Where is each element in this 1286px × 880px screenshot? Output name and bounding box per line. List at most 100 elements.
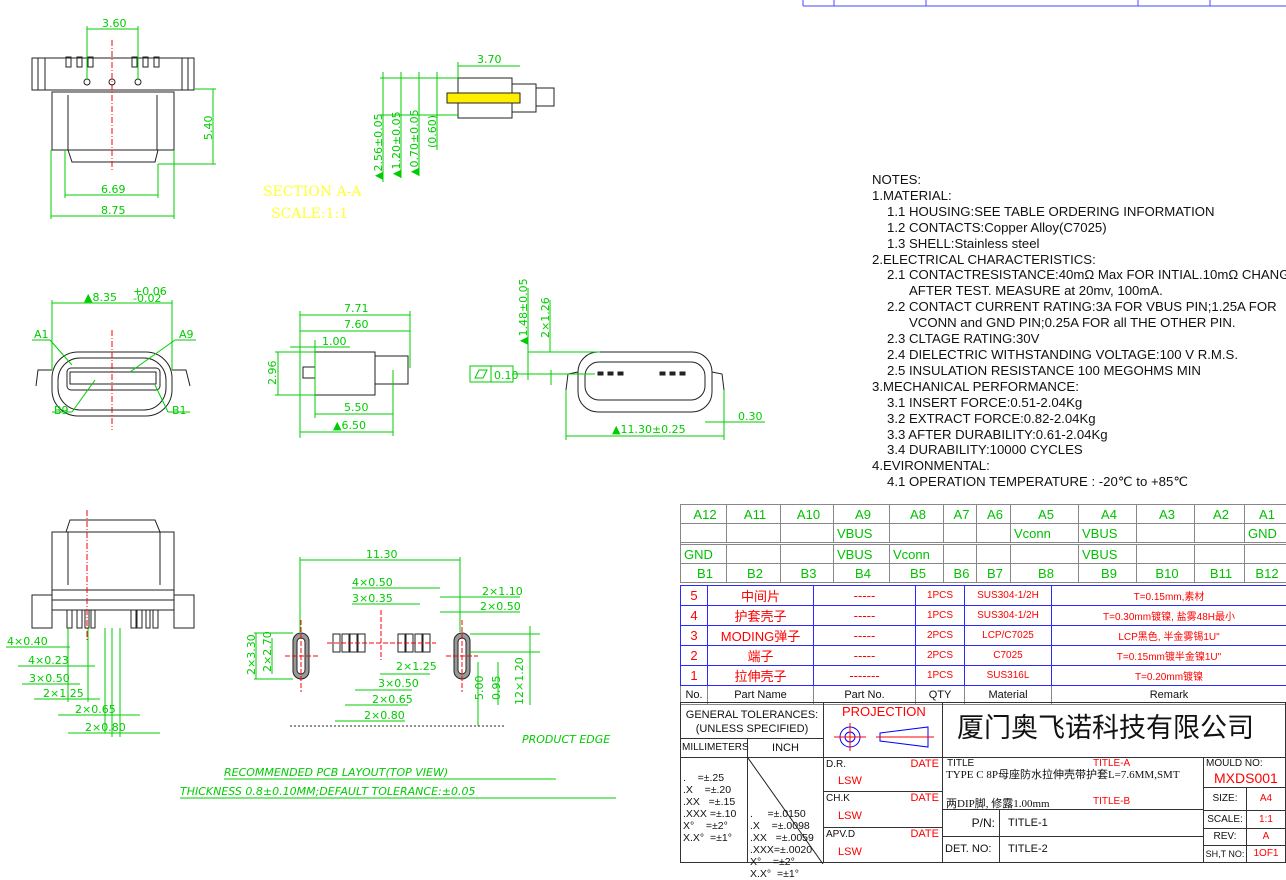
drawn-by-label: D.R. xyxy=(826,759,846,770)
pin-label-b: B4 xyxy=(834,564,890,583)
pin-label-b: B9 xyxy=(1079,564,1137,583)
pin-label-a: A12 xyxy=(681,505,727,524)
note-line: 3.1 INSERT FORCE:0.51-2.04Kg xyxy=(872,395,1286,411)
bom-material: SUS304-1/2H xyxy=(965,586,1052,606)
note-line: 2.1 CONTACTRESISTANCE:40mΩ Max FOR INTIA… xyxy=(872,267,1286,283)
pin-signal-a: VBUS xyxy=(834,524,890,543)
rear-view xyxy=(566,352,724,412)
pin-signal-b xyxy=(977,545,1011,564)
tolerance-value: X° =±2° xyxy=(683,820,747,832)
pin-label-b1: B1 xyxy=(172,404,187,417)
top-view-dimension-lines xyxy=(51,26,216,219)
note-line: 3.4 DURABILITY:10000 CYCLES xyxy=(872,442,1286,458)
pin-signal-a xyxy=(944,524,977,543)
bom-no: 5 xyxy=(681,586,708,606)
dim-section-c: ▲0.70±0.05 xyxy=(408,109,421,176)
pin-signal-a xyxy=(681,524,727,543)
approved-date-label: DATE xyxy=(910,828,939,840)
product-edge-label: PRODUCT EDGE xyxy=(522,733,610,746)
pin-signal-b xyxy=(1195,545,1245,564)
det-no-label: DET. NO: xyxy=(942,836,1000,863)
pin-label-a: A3 xyxy=(1137,505,1195,524)
pin-label-b: B2 xyxy=(727,564,781,583)
pin-signal-b xyxy=(1245,545,1286,564)
pin-label-b: B1 xyxy=(681,564,727,583)
pin-label-b: B3 xyxy=(781,564,834,583)
section-title: SECTION A-A xyxy=(263,184,362,200)
tolerance-value: . =±.25 xyxy=(683,772,747,784)
pin-label-b9: B9 xyxy=(54,404,69,417)
dim-pcb-1130: 11.30 xyxy=(366,548,398,561)
bom-qty: 2PCS xyxy=(916,646,965,666)
pin-signal-a xyxy=(890,524,944,543)
dim-section-a: ▲2.56±0.05 xyxy=(372,113,385,180)
mould-no-label: MOULD NO: xyxy=(1206,758,1263,769)
pin-signal-b xyxy=(1137,545,1195,564)
dim-bottom-3: 3×0.50 xyxy=(29,672,70,685)
size-value: A4 xyxy=(1246,787,1286,811)
dim-section-d: (0.60) xyxy=(426,115,439,148)
sheet-value: 1OF1 xyxy=(1246,845,1286,863)
scale-value: 1:1 xyxy=(1246,810,1286,829)
pin-signal-b xyxy=(781,545,834,564)
note-line: 2.3 CLTAGE RATING:30V xyxy=(872,331,1286,347)
tolerance-title: GENERAL TOLERANCES: xyxy=(681,708,823,722)
note-line: 1.2 CONTACTS:Copper Alloy(C7025) xyxy=(872,220,1286,236)
top-view xyxy=(32,57,194,162)
bom-material: LCP/C7025 xyxy=(965,626,1052,646)
inch-label: INCH xyxy=(747,738,824,758)
tolerance-value: .XXX =±.10 xyxy=(683,808,747,820)
pin-label-a: A1 xyxy=(1245,505,1286,524)
note-line: NOTES: xyxy=(872,172,1286,188)
pin-label-b: B11 xyxy=(1195,564,1245,583)
pin-signal-a: GND xyxy=(1245,524,1286,543)
pin-signal-b: GND xyxy=(681,545,727,564)
pin-label-a: A5 xyxy=(1011,505,1079,524)
pin-signal-b: VBUS xyxy=(1079,545,1137,564)
size-label: SIZE: xyxy=(1203,787,1247,811)
rev-label: REV: xyxy=(1203,828,1247,846)
tolerance-header: GENERAL TOLERANCES: (UNLESS SPECIFIED) xyxy=(680,702,824,739)
approved-by-box: APV.D DATE LSW xyxy=(823,827,943,863)
bom-part-no: ----- xyxy=(814,606,916,626)
dim-bottom-1: 4×0.40 xyxy=(7,635,48,648)
pin-label-a: A10 xyxy=(781,505,834,524)
dim-bottom-6: 2×0.80 xyxy=(85,721,126,734)
pn-label: P/N: xyxy=(942,809,1000,837)
pin-label-a: A4 xyxy=(1079,505,1137,524)
pin-label-a: A11 xyxy=(727,505,781,524)
dim-pcb-12x120: 12×1.20 xyxy=(513,657,526,705)
bom-remark: T=0.15mm,素材 xyxy=(1052,586,1286,606)
notes-block: NOTES:1.MATERIAL:1.1 HOUSING:SEE TABLE O… xyxy=(872,172,1286,490)
bom-material: C7025 xyxy=(965,646,1052,666)
dim-pcb-2x080: 2×0.80 xyxy=(364,709,405,722)
section-view xyxy=(447,78,554,118)
section-scale: SCALE:1:1 xyxy=(271,206,348,222)
tolerance-value: X.X° =±1° xyxy=(750,868,823,880)
bom-remark: LCP黑色, 半金雾锡1U" xyxy=(1052,626,1286,646)
pin-signal-b xyxy=(1011,545,1079,564)
bom-no: 2 xyxy=(681,646,708,666)
title-box: TITLE TITLE-A TYPE C 8P母座防水拉伸壳带护套L=7.6MM… xyxy=(942,757,1204,810)
dim-pcb-2x330: 2×3.30 xyxy=(245,634,258,675)
dim-pcb-4x050: 4×0.50 xyxy=(352,576,393,589)
dim-pcb-2x050: 2×0.50 xyxy=(480,600,521,613)
dim-pcb-095: 0.95 xyxy=(490,676,503,701)
note-line: 4.EVIRONMENTAL: xyxy=(872,458,1286,474)
tolerance-value: . =±.0150 xyxy=(750,808,823,820)
title-b: TITLE-B xyxy=(1093,796,1130,807)
drawn-date-label: DATE xyxy=(910,758,939,770)
dim-bottom-5: 2×0.65 xyxy=(75,703,116,716)
dim-front-width: ▲8.35 xyxy=(84,291,117,304)
bom-part-no: ------- xyxy=(814,666,916,686)
pin-label-b: B6 xyxy=(944,564,977,583)
sheet-label: SH,T NO: xyxy=(1203,845,1247,863)
dim-front-tol-minus: -0.02 xyxy=(133,292,161,305)
dim-rear-flatness: 0.10 xyxy=(494,369,519,382)
